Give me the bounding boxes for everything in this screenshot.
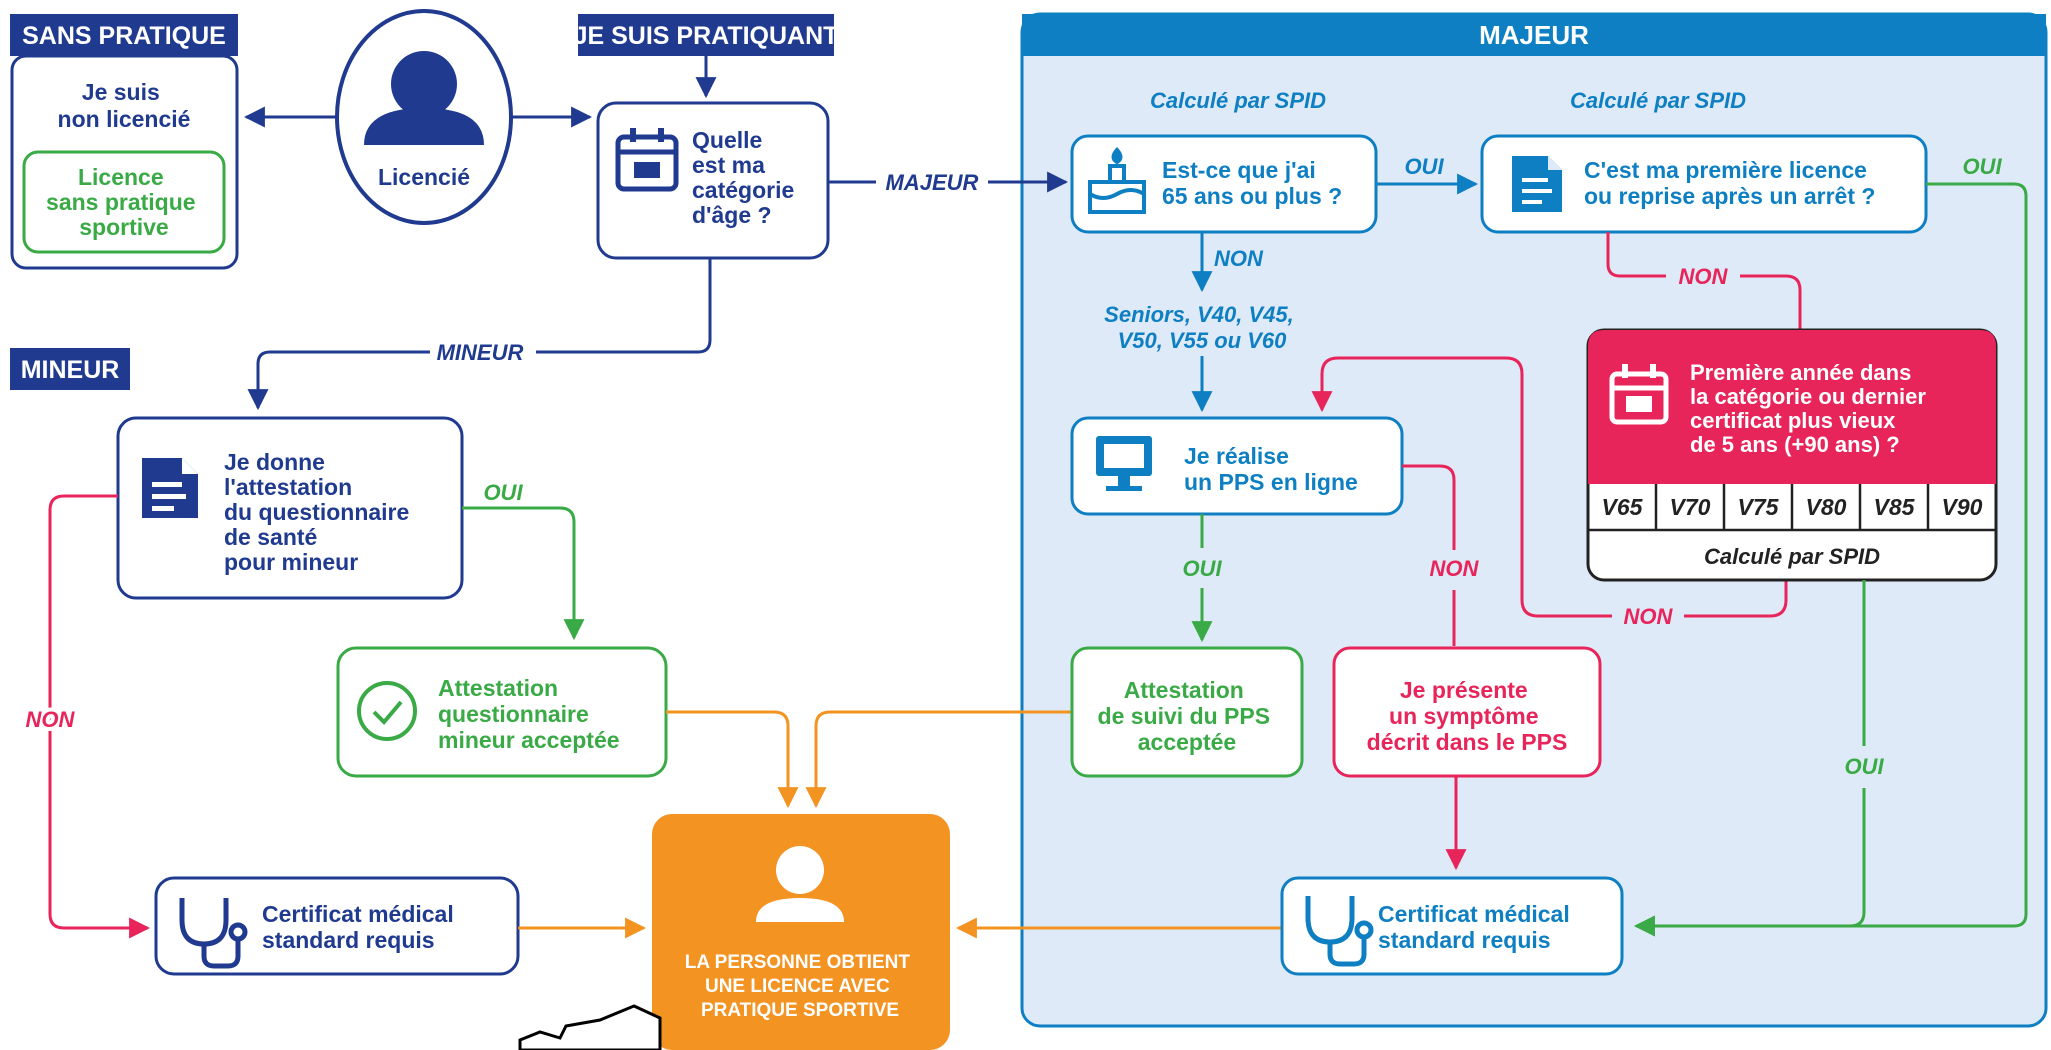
arrow-first-year-non-2 <box>1311 356 1612 618</box>
certificat-mineur-label: Certificat médical standard requis <box>262 901 460 953</box>
age-question-label: Quelle est ma catégorie d'âge ? <box>692 127 801 228</box>
licencie-label: Licencié <box>378 164 470 190</box>
certificat-majeur-box <box>1280 876 1624 976</box>
age65-non-label: NON <box>1214 246 1264 271</box>
category-v70: V70 <box>1670 494 1711 520</box>
calendar-icon <box>615 128 679 192</box>
mineur-banner <box>10 348 130 390</box>
calc-spid-1: Calculé par SPID <box>1150 88 1326 113</box>
document-icon-blue <box>1512 156 1562 212</box>
mineur-edge-label: MINEUR <box>437 340 524 365</box>
first-year-oui-label: OUI <box>1844 754 1884 779</box>
seniors-label: Seniors, V40, V45, V50, V55 ou V60 <box>1104 302 1300 353</box>
arrow-orange-mineur <box>666 710 799 809</box>
pps-accepted-box <box>1070 646 1304 778</box>
result-label: LA PERSONNE OBTIENT UNE LICENCE AVEC PRA… <box>685 952 915 1021</box>
questionnaire-mineur-label: Je donne l'attestation du questionnaire … <box>224 449 416 575</box>
certificat-mineur-box <box>154 876 520 976</box>
calc-spid-2: Calculé par SPID <box>1570 88 1746 113</box>
pratiquant-banner <box>578 14 834 56</box>
arrow-first-licence-oui <box>1633 182 2028 937</box>
licence-sans-pratique-box <box>22 150 226 254</box>
arrow-mineur-2 <box>247 350 430 411</box>
pratiquant-banner-label: JE SUIS PRATIQUANT <box>574 22 839 50</box>
first-year-label: Première année dans la catégorie ou dern… <box>1690 360 1932 457</box>
certificat-majeur-label: Certificat médical standard requis <box>1378 901 1576 953</box>
category-v75: V75 <box>1738 494 1780 520</box>
sans-pratique-banner <box>10 14 238 56</box>
pps-oui-label: OUI <box>1182 556 1222 581</box>
calc-spid-3: Calculé par SPID <box>1704 544 1880 569</box>
category-v65: V65 <box>1602 494 1644 520</box>
symptom-label: Je présente un symptôme décrit dans le P… <box>1367 677 1568 755</box>
document-icon <box>142 458 198 518</box>
majeur-banner <box>1022 14 2046 56</box>
pps-online-label: Je réalise un PPS en ligne <box>1184 443 1358 495</box>
majeur-banner-label: MAJEUR <box>1479 20 1589 50</box>
check-circle-icon <box>357 681 417 741</box>
mineur-banner-label: MINEUR <box>21 356 120 384</box>
category-v90: V90 <box>1942 494 1983 520</box>
arrow-orange-pps <box>805 710 1072 809</box>
category-table <box>1588 484 1996 532</box>
person-icon-white <box>756 846 844 922</box>
age65-label: Est-ce que j'ai 65 ans ou plus ? <box>1162 157 1342 209</box>
arrow-pps-non-a <box>1402 464 1456 550</box>
pps-accepted-label: Attestation de suivi du PPS acceptée <box>1098 677 1277 755</box>
mineur-non-label: NON <box>26 707 76 732</box>
mineur-oui-label: OUI <box>483 480 523 505</box>
age65-oui-label: OUI <box>1404 154 1444 179</box>
arrow-first-licence-non <box>1606 232 1666 278</box>
first-year-non-label: NON <box>1624 604 1674 629</box>
majeur-edge-label: MAJEUR <box>886 170 979 195</box>
pencil-doodle <box>518 1004 662 1050</box>
monitor-icon <box>1096 436 1152 491</box>
licence-sans-pratique-label: Licence sans pratique sportive <box>46 164 202 240</box>
arrow-first-year-oui-b <box>1633 788 1866 937</box>
calendar-icon-white <box>1609 364 1669 425</box>
non-licencie-label: Je suis non licencié <box>58 79 191 132</box>
arrow-mineur <box>536 258 712 354</box>
arrow-first-licence-non-2 <box>1740 274 1802 330</box>
result-box <box>652 814 950 1050</box>
category-v80: V80 <box>1806 494 1847 520</box>
stethoscope-icon-blue <box>1305 896 1374 967</box>
arrow-mineur-oui <box>462 506 585 641</box>
first-licence-non-label: NON <box>1679 264 1729 289</box>
arrow-mineur-non <box>48 494 151 939</box>
pps-non-label: NON <box>1430 556 1480 581</box>
person-icon <box>364 51 484 145</box>
first-year-header <box>1588 330 1996 484</box>
arrow-first-year-non <box>1684 580 1788 618</box>
first-licence-label: C'est ma première licence ou reprise apr… <box>1584 157 1875 209</box>
cake-icon <box>1088 146 1146 214</box>
stethoscope-icon <box>179 898 248 969</box>
sans-pratique-banner-label: SANS PRATIQUE <box>22 22 226 50</box>
category-v85: V85 <box>1874 494 1916 520</box>
attestation-mineur-label: Attestation questionnaire mineur accepté… <box>438 675 620 753</box>
symptom-box <box>1332 646 1602 778</box>
first-licence-oui-label: OUI <box>1962 154 2002 179</box>
